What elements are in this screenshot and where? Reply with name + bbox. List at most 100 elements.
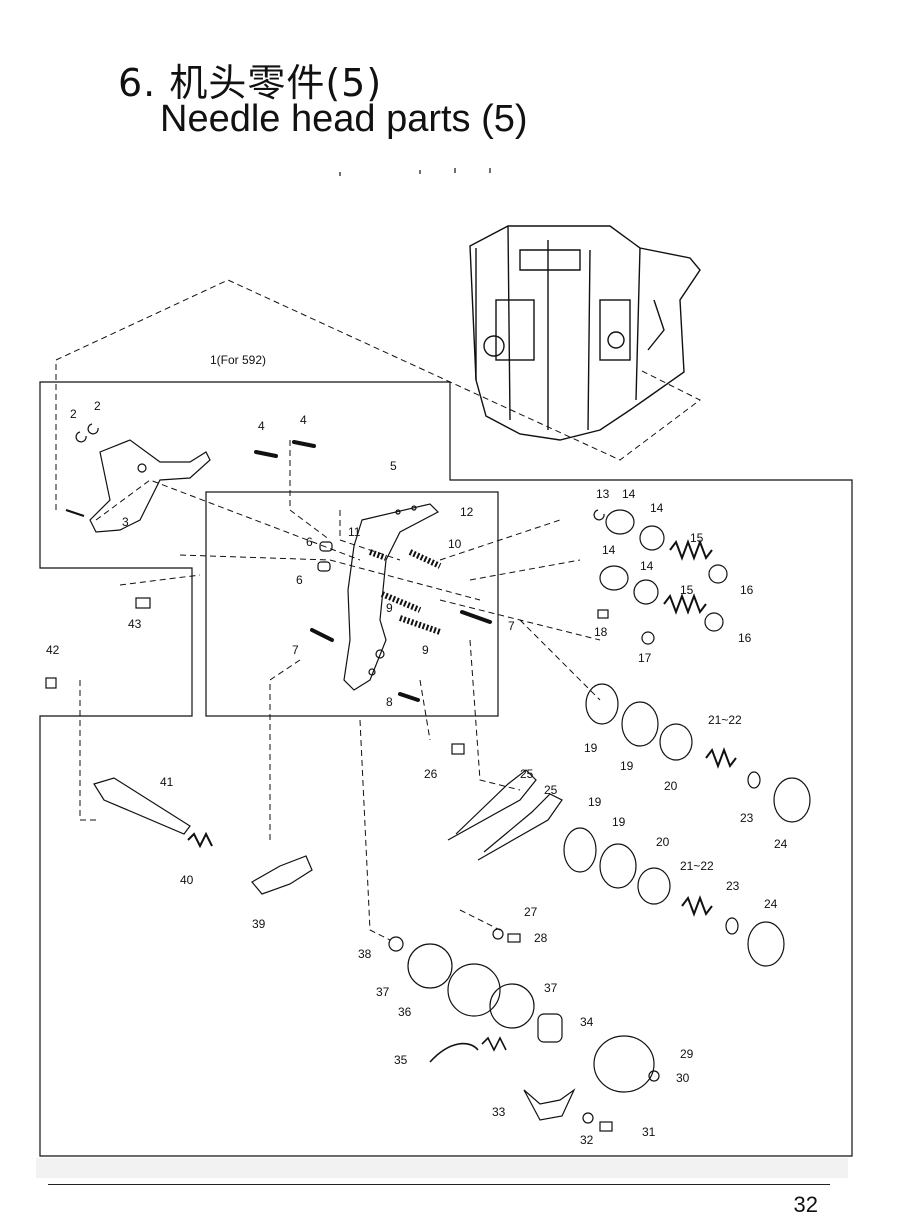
callout-4: 4 <box>258 419 265 433</box>
part-39-lever <box>251 855 313 895</box>
part-18-screw <box>597 609 609 619</box>
callout-33: 33 <box>492 1105 506 1119</box>
part-40-spring <box>187 831 213 849</box>
part-25-guide-b <box>477 793 563 861</box>
part-24-knob-a <box>773 777 811 823</box>
part-33-bracket <box>523 1088 576 1121</box>
part-19-disc-c <box>563 827 597 873</box>
callout-2: 2 <box>94 399 101 413</box>
callout-19: 19 <box>588 795 602 809</box>
page-title-english: Needle head parts (5) <box>160 98 528 140</box>
machine-head-casting <box>469 225 701 441</box>
part-20-cup-a <box>659 723 693 761</box>
callout-6: 6 <box>296 573 303 587</box>
callout-5: 5 <box>390 459 397 473</box>
part-6-pin-b <box>317 561 331 572</box>
callout-38: 38 <box>358 947 372 961</box>
part-9-stud-b <box>399 615 441 635</box>
callout-41: 41 <box>160 775 174 789</box>
part-15-spring-a <box>669 539 713 561</box>
part-8-pin <box>398 692 420 702</box>
callout-19: 19 <box>612 815 626 829</box>
part-7-pin-b <box>460 610 492 624</box>
callout-7: 7 <box>508 619 515 633</box>
scan-edge-band <box>36 1158 848 1178</box>
callout-23: 23 <box>726 879 740 893</box>
callout-3: 3 <box>122 515 129 529</box>
callout-43: 43 <box>128 617 142 631</box>
part-14-disc-b <box>639 525 665 551</box>
callout-2: 2 <box>70 407 77 421</box>
part-43-screw <box>135 597 151 609</box>
callout-14: 14 <box>650 501 664 515</box>
part-26-screw <box>451 743 465 755</box>
callout-39: 39 <box>252 917 266 931</box>
callout-28: 28 <box>534 931 548 945</box>
part-37-hub-a <box>407 943 453 989</box>
part-30-screw <box>648 1070 660 1082</box>
callout-14: 14 <box>640 559 654 573</box>
part-14-disc-c <box>599 565 629 591</box>
part-23-ring-b <box>725 917 739 935</box>
part-34-sleeve <box>537 1013 563 1043</box>
callout-17: 17 <box>638 651 652 665</box>
part-3-bracket <box>65 439 211 533</box>
callout-7: 7 <box>292 643 299 657</box>
page-number: 32 <box>793 1192 818 1217</box>
part-25-guide-a <box>447 769 537 841</box>
assembly-outline-1 <box>39 381 853 1157</box>
part-14-disc-a <box>605 509 635 535</box>
callout-19: 19 <box>584 741 598 755</box>
callout-1: 1(For 592) <box>210 353 266 367</box>
part-10-stud <box>408 549 442 569</box>
callout-14: 14 <box>622 487 636 501</box>
part-17-nut <box>641 631 655 645</box>
callout-40: 40 <box>180 873 194 887</box>
part-27-washer <box>492 928 504 940</box>
part-11-screw <box>368 549 388 561</box>
callout-11: 11 <box>348 525 361 539</box>
callout-24: 24 <box>764 897 778 911</box>
assembly-outline-5 <box>205 491 499 717</box>
part-5-plate <box>343 503 440 691</box>
part-19-disc-a <box>585 683 619 725</box>
callout-16: 16 <box>740 583 754 597</box>
callout-16: 16 <box>738 631 752 645</box>
page-title-chinese: 6. 机头零件(5) <box>118 61 383 105</box>
part-16-washer-b <box>704 612 724 632</box>
callout-37: 37 <box>544 981 558 995</box>
part-13-ring <box>593 509 605 521</box>
part-37-hub-b <box>489 983 535 1029</box>
callout-8: 8 <box>386 695 393 709</box>
part-24-knob-b <box>747 921 785 967</box>
part-42-set-screw <box>45 677 57 689</box>
callout-29: 29 <box>680 1047 694 1061</box>
callout-9: 9 <box>386 601 393 615</box>
callout-34: 34 <box>580 1015 594 1029</box>
part-21-spring-a <box>705 747 737 769</box>
footer-divider <box>48 1184 830 1185</box>
leader-lines <box>55 279 701 941</box>
part-28-screw <box>507 933 521 943</box>
part-15-spring-b <box>663 593 707 615</box>
callout-21-22: 21~22 <box>680 859 714 873</box>
callout-4: 4 <box>300 413 307 427</box>
callout-20: 20 <box>656 835 670 849</box>
callout-21-22: 21~22 <box>708 713 742 727</box>
callout-13: 13 <box>596 487 610 501</box>
callout-27: 27 <box>524 905 538 919</box>
part-41-shaft <box>93 777 191 835</box>
callout-32: 32 <box>580 1133 594 1147</box>
callout-10: 10 <box>448 537 462 551</box>
callout-25: 25 <box>544 783 558 797</box>
part-7-pin-a <box>310 628 334 642</box>
part-2-ring-a <box>75 431 87 443</box>
part-2-ring-b <box>87 423 99 435</box>
part-6-pin-a <box>319 541 333 552</box>
callout-19: 19 <box>620 759 634 773</box>
part-9-stud-a <box>380 591 422 613</box>
callout-6: 6 <box>306 535 313 549</box>
callout-42: 42 <box>46 643 60 657</box>
part-29-drum <box>593 1035 655 1093</box>
